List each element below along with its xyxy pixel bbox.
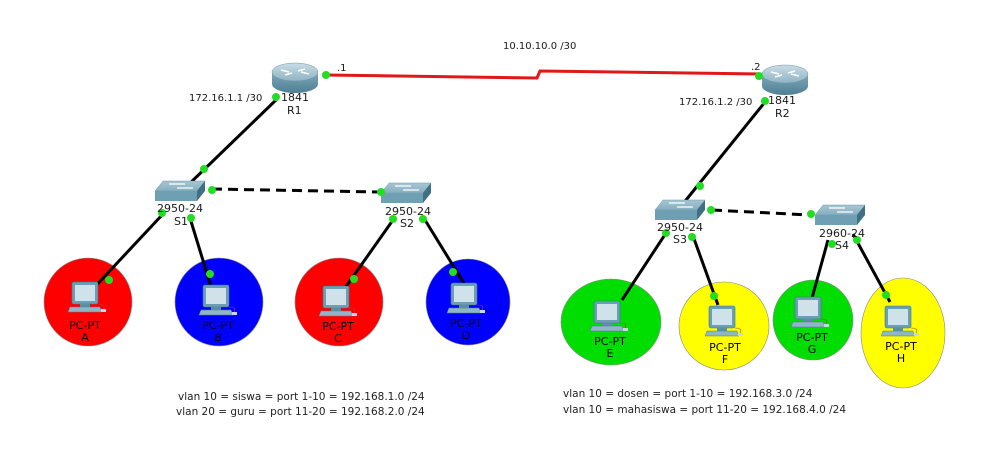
port-pcd-status-led xyxy=(449,268,457,276)
port-s2-trunk-status-led xyxy=(377,188,385,196)
port-s1-uplink-status-led xyxy=(200,165,208,173)
pc-d-icon[interactable] xyxy=(446,282,485,314)
pc-f-icon[interactable] xyxy=(704,305,743,337)
pc-b-icon[interactable] xyxy=(198,284,237,316)
router-r2-icon[interactable] xyxy=(761,64,809,95)
r1-name-label: R1 xyxy=(287,104,302,117)
switch-s3-icon[interactable] xyxy=(654,199,706,220)
port-s4-pch-status-led xyxy=(853,236,861,244)
port-pcc-status-led xyxy=(350,275,358,283)
s2-name-label: S2 xyxy=(400,217,414,230)
port-pch-status-led xyxy=(882,291,890,299)
r1-model-label: 1841 xyxy=(281,91,309,104)
link-r1-s1[interactable] xyxy=(183,98,278,190)
pc-g-icon[interactable] xyxy=(790,296,829,328)
vlan-note-left-2: vlan 20 = guru = port 11-20 = 192.168.2.… xyxy=(176,406,425,418)
switch-s4-icon[interactable] xyxy=(814,204,866,225)
switch-s1-icon[interactable] xyxy=(154,180,206,201)
port-s3-trunk-status-led xyxy=(707,206,715,214)
link-s3-pce[interactable] xyxy=(620,229,670,301)
s1-name-label: S1 xyxy=(174,215,188,228)
r2-name-label: R2 xyxy=(775,107,790,120)
pc-e-icon[interactable] xyxy=(589,300,628,332)
port-r1-lan-status-led xyxy=(272,93,280,101)
link-s3-s4[interactable] xyxy=(711,208,811,217)
link-r2-s3[interactable] xyxy=(680,101,767,206)
link-s4-pcg[interactable] xyxy=(810,239,830,299)
port-s3-uplink-status-led xyxy=(696,182,704,190)
vlan-note-left-1: vlan 10 = siswa = port 1-10 = 192.168.1.… xyxy=(178,391,425,403)
r1-wan-if-label: .1 xyxy=(337,63,347,74)
link-s2-pcd[interactable] xyxy=(423,219,467,286)
s4-name-label: S4 xyxy=(835,239,849,252)
port-s3-pce-status-led xyxy=(662,229,670,237)
wan-serial-link[interactable] xyxy=(324,69,761,80)
vlan-note-right-2: vlan 10 = mahasiswa = port 11-20 = 192.1… xyxy=(563,404,847,416)
r1-lan-ip-label: 172.16.1.1 /30 xyxy=(189,93,263,104)
r2-lan-ip-label: 172.16.1.2 /30 xyxy=(679,97,753,108)
port-pca-status-led xyxy=(105,276,113,284)
port-s1-trunk-status-led xyxy=(208,186,216,194)
port-s2-pcd-status-led xyxy=(419,215,427,223)
s1-model-label: 2950-24 xyxy=(157,202,203,215)
vlan-note-right-1: vlan 10 = dosen = port 1-10 = 192.168.3.… xyxy=(563,388,813,400)
link-s1-s2[interactable] xyxy=(211,187,381,194)
port-r2-lan-status-led xyxy=(761,97,769,105)
s4-model-label: 2960-24 xyxy=(819,227,865,240)
pc-a-icon[interactable] xyxy=(67,281,106,313)
port-s2-pcc-status-led xyxy=(389,215,397,223)
switch-s2-icon[interactable] xyxy=(380,182,432,203)
pc-h-icon[interactable] xyxy=(880,305,919,337)
port-r2-wan-status-led xyxy=(755,72,763,80)
s3-name-label: S3 xyxy=(673,233,687,246)
s3-model-label: 2950-24 xyxy=(657,221,703,234)
port-s4-pcg-status-led xyxy=(828,240,836,248)
link-s1-pcb[interactable] xyxy=(188,217,214,291)
r2-model-label: 1841 xyxy=(768,94,796,107)
port-s1-pca-status-led xyxy=(158,209,166,217)
port-pcb-status-led xyxy=(206,270,214,278)
link-s4-pch[interactable] xyxy=(851,233,892,303)
port-pcf-status-led xyxy=(710,292,718,300)
pc-c-icon[interactable] xyxy=(318,285,357,317)
port-r1-wan-status-led xyxy=(322,71,330,79)
port-s1-pcb-status-led xyxy=(187,214,195,222)
router-r1-icon[interactable] xyxy=(271,62,319,93)
wan-network-label: 10.10.10.0 /30 xyxy=(503,41,577,52)
port-s3-pcf-status-led xyxy=(688,233,696,241)
s2-model-label: 2950-24 xyxy=(385,205,431,218)
link-s1-pca[interactable] xyxy=(88,212,165,294)
r2-wan-if-label: .2 xyxy=(751,62,761,73)
port-s4-trunk-status-led xyxy=(807,210,815,218)
